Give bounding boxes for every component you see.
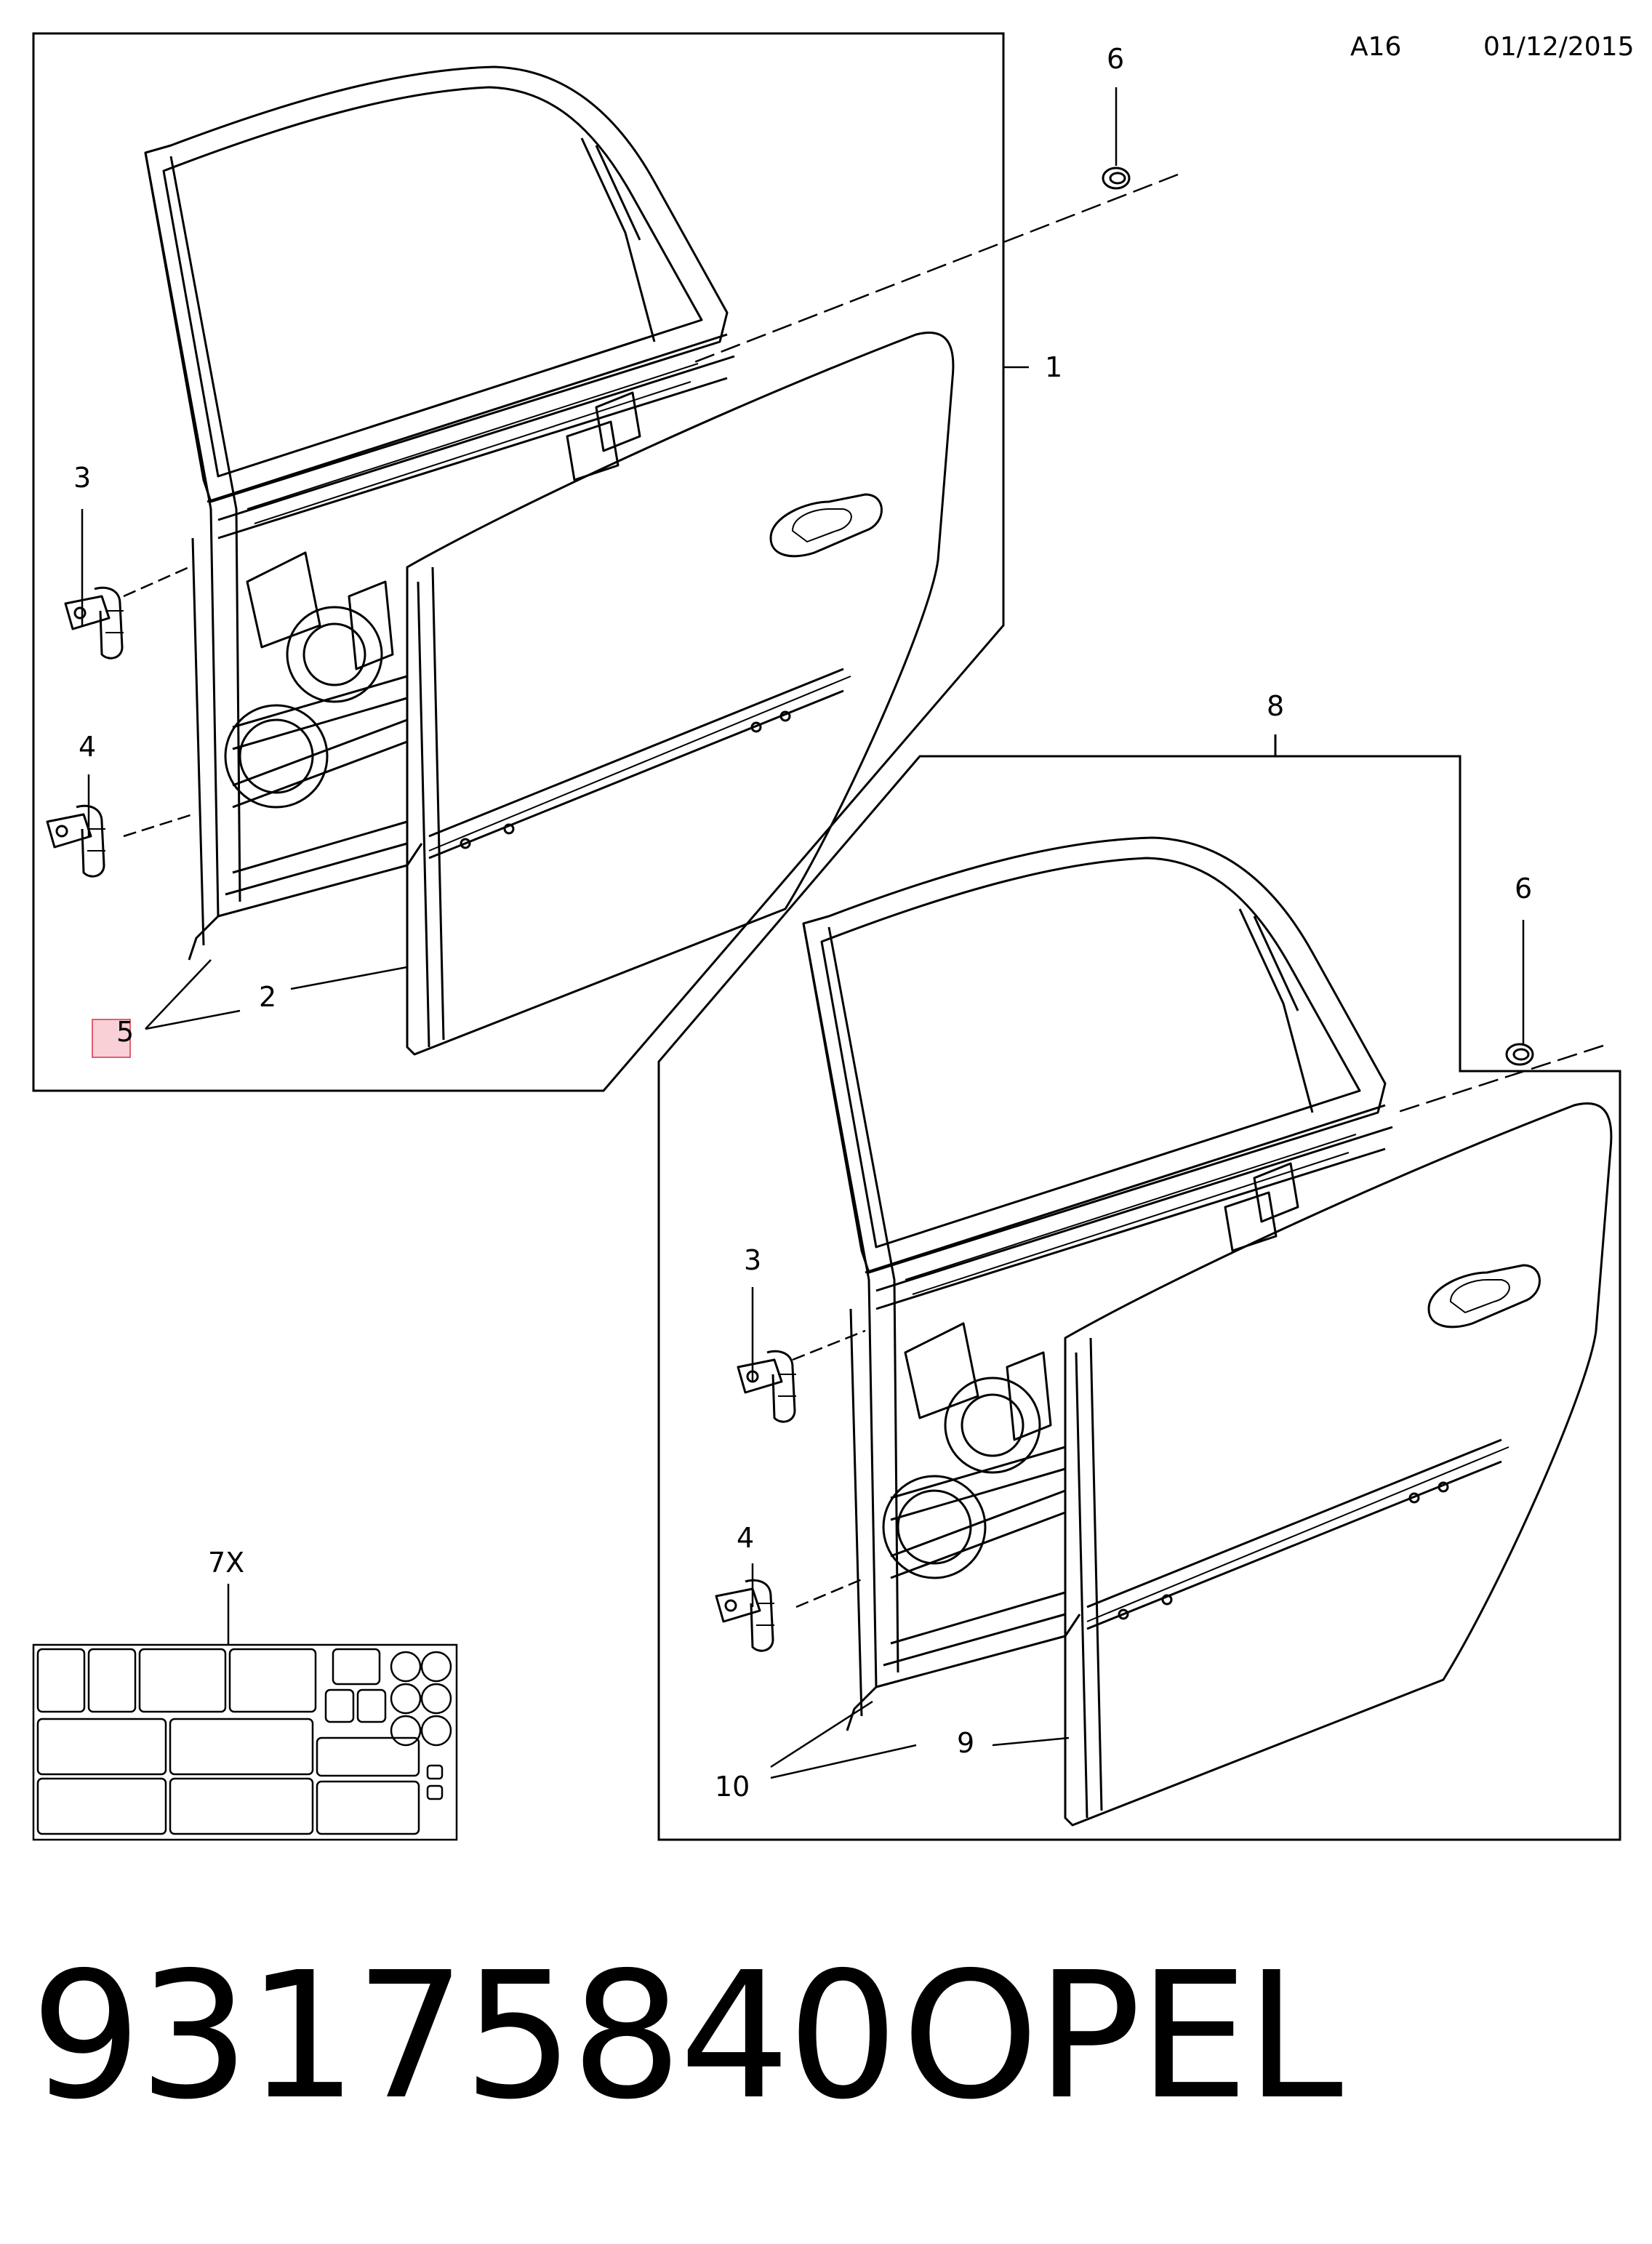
callout-10: 10 — [715, 1771, 750, 1803]
assembly-8-door-frame — [802, 836, 1394, 1732]
assembly-1-hinge-upper — [64, 586, 125, 660]
assembly-1-leader-lines — [81, 87, 1179, 1030]
callout-5: 5 — [116, 1016, 134, 1048]
assembly-8-grommet — [1505, 1043, 1534, 1066]
callout-7x: 7X — [208, 1547, 244, 1579]
callout-6: 6 — [1107, 43, 1124, 75]
assembly-8-hinge-lower — [715, 1579, 776, 1652]
assembly-1-door-frame — [144, 65, 736, 961]
assembly-1-door-skin — [406, 332, 955, 1056]
assembly-8-door-skin — [1064, 1102, 1613, 1827]
part-number: 93175840 — [31, 1934, 899, 2138]
callout-8: 8 — [1267, 690, 1284, 722]
diagram-date: 01/12/2015 — [1483, 32, 1635, 62]
assembly-8-hinge-upper — [737, 1350, 798, 1423]
assembly-1-grommet — [1102, 167, 1131, 190]
callout-2: 2 — [259, 981, 276, 1013]
callout-4: 4 — [79, 731, 96, 763]
callout-1: 1 — [1045, 351, 1062, 383]
callout-4-right: 4 — [737, 1522, 754, 1554]
brand-name: OPEL — [902, 1934, 1343, 2138]
label-sheet — [32, 1584, 458, 1841]
assembly-8-leader-lines — [751, 920, 1604, 1779]
callout-9: 9 — [957, 1727, 974, 1759]
callout-3-right: 3 — [744, 1244, 761, 1276]
highlighted-part-marker — [92, 1019, 131, 1058]
assembly-1-hinge-lower — [46, 804, 107, 878]
callout-6-right: 6 — [1515, 873, 1532, 905]
assembly-8-outline — [657, 734, 1621, 1841]
callout-3: 3 — [73, 462, 91, 494]
diagram-code: A16 — [1350, 32, 1402, 62]
assembly-1-outline — [32, 32, 1005, 1092]
